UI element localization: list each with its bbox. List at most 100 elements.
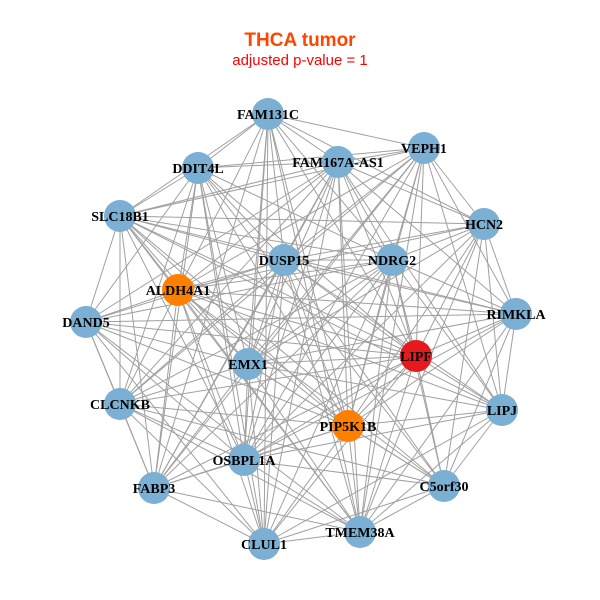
node-circle[interactable] [104, 200, 136, 232]
edge-LIPF-EMX1 [247, 355, 417, 365]
node-circle[interactable] [104, 388, 136, 420]
node-circle[interactable] [500, 298, 532, 330]
node-label: FAM167A-AS1 [292, 156, 384, 171]
edge-ALDH4A1-PIP5K1B [177, 289, 349, 427]
node-label: CLUL1 [241, 538, 287, 553]
node-label: LIPJ [487, 404, 517, 419]
node-DUSP15[interactable]: DUSP15 [259, 244, 310, 276]
node-CLUL1[interactable]: CLUL1 [241, 528, 287, 560]
node-circle[interactable] [228, 444, 260, 476]
edge-VEPH1-DDIT4L [197, 147, 425, 169]
edge-DDIT4L-FAM167A-AS1 [197, 161, 339, 169]
node-HCN2[interactable]: HCN2 [465, 208, 503, 240]
node-label: C5orf30 [420, 480, 469, 495]
edge-NDRG2-LIPJ [391, 259, 503, 411]
node-C5orf30[interactable]: C5orf30 [420, 470, 469, 502]
edge-NDRG2-C5orf30 [391, 259, 445, 487]
node-FAM167A-AS1[interactable]: FAM167A-AS1 [292, 146, 384, 178]
node-FABP3[interactable]: FABP3 [133, 472, 176, 504]
edge-DUSP15-RIMKLA [283, 259, 517, 315]
edge-NDRG2-CLUL1 [263, 259, 393, 545]
edge-RIMKLA-TMEM38A [359, 313, 517, 533]
edge-VEPH1-CLCNKB [119, 147, 425, 405]
edge-DUSP15-C5orf30 [283, 259, 445, 487]
node-circle[interactable] [344, 516, 376, 548]
edge-FABP3-CLUL1 [153, 487, 265, 545]
node-TMEM38A[interactable]: TMEM38A [325, 516, 395, 548]
edge-NDRG2-EMX1 [247, 259, 393, 365]
edge-HCN2-NDRG2 [391, 223, 485, 261]
edge-ALDH4A1-DAND5 [85, 289, 179, 323]
node-DAND5[interactable]: DAND5 [62, 306, 110, 338]
edge-HCN2-C5orf30 [443, 223, 485, 487]
edge-ALDH4A1-C5orf30 [177, 289, 445, 487]
edge-DDIT4L-CLCNKB [119, 167, 199, 405]
node-LIPJ[interactable]: LIPJ [486, 394, 518, 426]
edge-FAM167A-AS1-TMEM38A [337, 161, 361, 533]
node-circle[interactable] [232, 348, 264, 380]
node-SLC18B1[interactable]: SLC18B1 [91, 200, 149, 232]
node-label: HCN2 [465, 218, 503, 233]
node-circle[interactable] [252, 98, 284, 130]
node-circle[interactable] [408, 132, 440, 164]
edge-SLC18B1-OSBPL1A [119, 215, 245, 461]
node-circle[interactable] [400, 340, 432, 372]
node-circle[interactable] [268, 244, 300, 276]
edge-FAM131C-OSBPL1A [243, 113, 269, 461]
edge-DUSP15-CLUL1 [263, 259, 285, 545]
node-label: CLCNKB [90, 398, 150, 413]
edge-EMX1-CLCNKB [119, 363, 249, 405]
edge-FAM131C-DUSP15 [267, 113, 285, 261]
edge-HCN2-TMEM38A [359, 223, 485, 533]
edge-FAM167A-AS1-RIMKLA [337, 161, 517, 315]
node-FAM131C[interactable]: FAM131C [237, 98, 299, 130]
node-label: VEPH1 [401, 142, 447, 157]
edge-RIMKLA-PIP5K1B [347, 313, 517, 427]
edge-FAM167A-AS1-LIPJ [337, 161, 503, 411]
edge-HCN2-DUSP15 [283, 223, 485, 261]
figure-subtitle: adjusted p-value = 1 [232, 52, 368, 69]
edge-ALDH4A1-LIPF [177, 289, 417, 357]
node-circle[interactable] [486, 394, 518, 426]
node-ALDH4A1[interactable]: ALDH4A1 [146, 274, 211, 306]
edge-FAM167A-AS1-HCN2 [337, 161, 485, 225]
edge-DAND5-OSBPL1A [85, 321, 245, 461]
node-RIMKLA[interactable]: RIMKLA [486, 298, 546, 330]
node-VEPH1[interactable]: VEPH1 [401, 132, 447, 164]
node-circle[interactable] [138, 472, 170, 504]
edge-SLC18B1-HCN2 [119, 215, 485, 225]
edge-ALDH4A1-RIMKLA [177, 289, 517, 315]
node-CLCNKB[interactable]: CLCNKB [90, 388, 150, 420]
edge-DDIT4L-C5orf30 [197, 167, 445, 487]
node-PIP5K1B[interactable]: PIP5K1B [320, 410, 377, 442]
node-circle[interactable] [322, 146, 354, 178]
node-circle[interactable] [182, 152, 214, 184]
edge-HCN2-ALDH4A1 [177, 223, 485, 291]
node-circle[interactable] [468, 208, 500, 240]
edge-VEPH1-DUSP15 [283, 147, 425, 261]
node-circle[interactable] [428, 470, 460, 502]
edge-PIP5K1B-TMEM38A [347, 425, 361, 533]
edge-RIMKLA-LIPJ [501, 313, 517, 411]
node-EMX1[interactable]: EMX1 [228, 348, 268, 380]
node-NDRG2[interactable]: NDRG2 [368, 244, 416, 276]
node-circle[interactable] [162, 274, 194, 306]
node-circle[interactable] [332, 410, 364, 442]
edge-C5orf30-CLUL1 [263, 485, 445, 545]
node-circle[interactable] [376, 244, 408, 276]
node-circle[interactable] [70, 306, 102, 338]
node-label: ALDH4A1 [146, 284, 211, 299]
edge-LIPJ-CLUL1 [263, 409, 503, 545]
edge-NDRG2-CLCNKB [119, 259, 393, 405]
node-label: FAM131C [237, 108, 299, 123]
edge-SLC18B1-PIP5K1B [119, 215, 349, 427]
node-LIPF[interactable]: LIPF [400, 340, 432, 372]
node-label: TMEM38A [325, 526, 395, 541]
edge-ALDH4A1-FABP3 [153, 289, 179, 489]
node-circle[interactable] [248, 528, 280, 560]
node-DDIT4L[interactable]: DDIT4L [172, 152, 224, 184]
edge-DUSP15-PIP5K1B [283, 259, 349, 427]
node-OSBPL1A[interactable]: OSBPL1A [212, 444, 276, 476]
edge-SLC18B1-DUSP15 [119, 215, 285, 261]
